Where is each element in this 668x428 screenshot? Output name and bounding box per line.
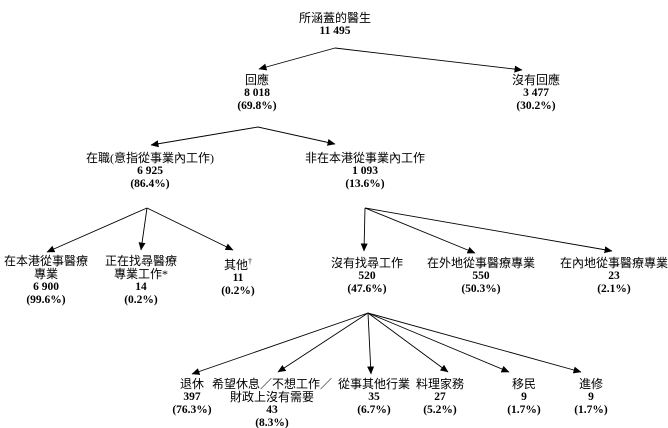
edge-nothk-overseas bbox=[364, 207, 476, 254]
edge-root-responded bbox=[258, 47, 336, 71]
node-count: 6 925 bbox=[137, 165, 163, 177]
node-housework: 料理家務 27 (5.2%) bbox=[400, 378, 480, 417]
node-emigrated: 移民 9 (1.7%) bbox=[489, 378, 559, 417]
node-not-seeking-job: 沒有找尋工作 520 (47.6%) bbox=[312, 257, 422, 296]
node-working: 在職(意指從事業內工作) 6 925 (86.4%) bbox=[63, 152, 237, 191]
node-no-response: 沒有回應 3 477 (30.2%) bbox=[486, 74, 586, 113]
node-count: 9 bbox=[588, 391, 594, 403]
node-responded: 回應 8 018 (69.8%) bbox=[207, 74, 307, 113]
node-count: 11 bbox=[232, 272, 244, 284]
node-practising-medical-in-hk: 在本港從事醫療 專業 6 900 (99.6%) bbox=[0, 255, 96, 307]
node-rest-no-financial-need: 希望休息／不想工作／ 財政上沒有需要 43 (8.3%) bbox=[197, 378, 347, 428]
node-percent: (99.6%) bbox=[26, 294, 66, 306]
edge-notseeking-rest bbox=[277, 312, 369, 373]
node-percent: (0.2%) bbox=[124, 294, 158, 306]
node-percent: (8.3%) bbox=[255, 417, 289, 428]
dagger-footnote-mark: † bbox=[248, 257, 252, 266]
node-count: 27 bbox=[434, 391, 446, 403]
node-other: 其他† 11 (0.2%) bbox=[198, 255, 278, 298]
edge-nothk-mainland bbox=[364, 207, 613, 254]
node-covered-doctors: 所涵蓋的醫生 11 495 bbox=[275, 12, 395, 38]
node-label: 進修 bbox=[578, 377, 603, 391]
node-label: 沒有找尋工作 bbox=[330, 256, 403, 270]
node-percent: (69.8%) bbox=[237, 100, 277, 112]
edge-working-hk-medical bbox=[46, 207, 148, 253]
node-label-line2: 專業 bbox=[33, 267, 58, 281]
node-percent: (50.3%) bbox=[461, 283, 501, 295]
node-label-line2: 專業工作* bbox=[113, 267, 168, 281]
node-other-industry: 從事其他行業 35 (6.7%) bbox=[324, 378, 424, 417]
edge-notseeking-other-industry bbox=[367, 312, 375, 375]
node-count: 43 bbox=[266, 404, 278, 416]
node-label: 從事其他行業 bbox=[337, 377, 410, 391]
edge-working-seeking bbox=[138, 207, 148, 251]
node-count: 11 495 bbox=[319, 25, 351, 37]
node-label: 回應 bbox=[244, 73, 269, 87]
node-percent: (86.4%) bbox=[130, 178, 170, 190]
node-label: 非在本港從事業內工作 bbox=[304, 151, 425, 165]
node-label: 在職(意指從事業內工作) bbox=[86, 151, 214, 165]
node-label: 沒有回應 bbox=[511, 73, 560, 87]
edge-notseeking-retired bbox=[191, 312, 369, 375]
edge-responded-working bbox=[150, 126, 259, 148]
node-count: 35 bbox=[368, 391, 380, 403]
node-percent: (1.7%) bbox=[507, 404, 541, 416]
node-percent: (5.2%) bbox=[423, 404, 457, 416]
node-label: 所涵蓋的醫生 bbox=[298, 11, 371, 25]
node-percent: (76.3%) bbox=[172, 404, 212, 416]
edge-notseeking-housework bbox=[367, 312, 449, 373]
node-label: 在外地從事醫療專業 bbox=[426, 256, 535, 270]
node-seeking-medical-job: 正在找尋醫療 專業工作* 14 (0.2%) bbox=[91, 255, 191, 307]
node-label: 移民 bbox=[511, 377, 536, 391]
node-count: 8 018 bbox=[244, 87, 270, 99]
node-label: 其他† bbox=[223, 257, 252, 272]
node-count: 1 093 bbox=[352, 165, 378, 177]
node-count: 3 477 bbox=[523, 87, 549, 99]
edge-nothk-not-seeking bbox=[360, 207, 368, 252]
node-percent: (47.6%) bbox=[347, 283, 387, 295]
node-not-practising-in-hk: 非在本港從事業內工作 1 093 (13.6%) bbox=[290, 152, 440, 191]
node-label: 料理家務 bbox=[415, 377, 464, 391]
node-percent: (30.2%) bbox=[516, 100, 556, 112]
node-label: 正在找尋醫療 bbox=[104, 254, 177, 268]
node-percent: (13.6%) bbox=[345, 178, 385, 190]
node-count: 9 bbox=[521, 391, 527, 403]
node-count: 23 bbox=[608, 270, 620, 282]
node-count: 6 900 bbox=[33, 281, 59, 293]
node-percent: (2.1%) bbox=[597, 283, 631, 295]
edge-root-no-response bbox=[334, 47, 523, 73]
node-percent: (1.7%) bbox=[574, 404, 608, 416]
node-count: 550 bbox=[472, 270, 490, 282]
node-label: 退休 bbox=[179, 377, 204, 391]
edge-responded-not-hk bbox=[257, 126, 336, 146]
node-count: 520 bbox=[358, 270, 376, 282]
node-label: 希望休息／不想工作／ bbox=[211, 377, 332, 391]
edge-working-other bbox=[146, 207, 234, 251]
node-percent: (0.2%) bbox=[221, 285, 255, 297]
node-practising-medical-overseas: 在外地從事醫療專業 550 (50.3%) bbox=[416, 257, 546, 296]
node-further-studies: 進修 9 (1.7%) bbox=[556, 378, 626, 417]
node-retired: 退休 397 (76.3%) bbox=[157, 378, 227, 417]
node-label: 在內地從事醫療專業 bbox=[559, 256, 668, 270]
node-practising-medical-mainland: 在內地從事醫療專業 23 (2.1%) bbox=[549, 257, 668, 296]
edge-notseeking-emigration bbox=[367, 312, 510, 373]
node-label-line2: 財政上沒有需要 bbox=[229, 390, 314, 404]
node-label: 在本港從事醫療 bbox=[3, 254, 88, 268]
edge-notseeking-study bbox=[367, 312, 582, 374]
node-percent: (6.7%) bbox=[357, 404, 391, 416]
node-count: 14 bbox=[135, 281, 147, 293]
node-count: 397 bbox=[183, 391, 201, 403]
